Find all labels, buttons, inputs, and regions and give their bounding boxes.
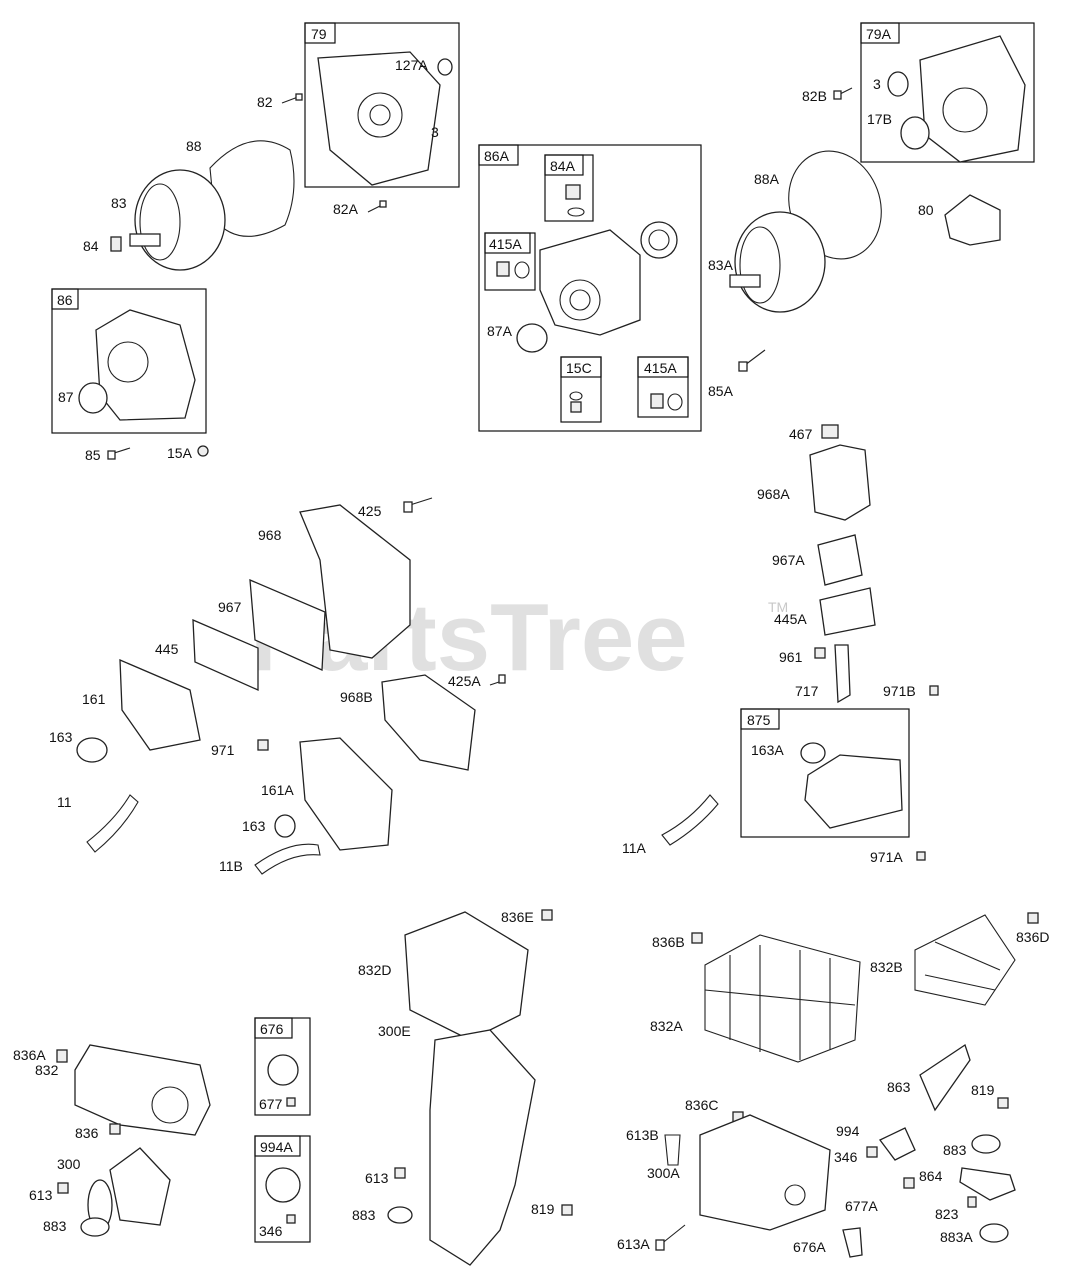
box-86-title: 86 — [57, 292, 73, 308]
watermark-trademark: TM — [768, 599, 788, 615]
label-82B: 82B — [802, 88, 827, 104]
label-161A: 161A — [261, 782, 294, 798]
box-875: 875 — [740, 708, 910, 838]
label-11: 11 — [57, 794, 72, 810]
box-79A: 79A — [860, 22, 1035, 163]
label-82: 82 — [257, 94, 273, 110]
label-836B: 836B — [652, 934, 685, 950]
label-967A: 967A — [772, 552, 805, 568]
box-84A: 84A — [544, 154, 594, 222]
label-971A: 971A — [870, 849, 903, 865]
label-163A: 163A — [751, 742, 784, 758]
box-875-title: 875 — [747, 712, 771, 728]
label-88: 88 — [186, 138, 202, 154]
label-832: 832 — [35, 1062, 59, 1078]
label-127A: 127A — [395, 57, 428, 73]
part-labels: 127A 82 3 88 83 82A 84 87 85 15A 82B 3 1… — [13, 57, 1049, 1255]
label-863: 863 — [887, 1079, 911, 1095]
label-883-left: 883 — [43, 1218, 67, 1234]
label-613B: 613B — [626, 1127, 659, 1143]
label-967: 967 — [218, 599, 242, 615]
label-676A: 676A — [793, 1239, 826, 1255]
label-677A: 677A — [845, 1198, 878, 1214]
label-819: 819 — [971, 1082, 995, 1098]
label-613A: 613A — [617, 1236, 650, 1252]
box-676-title: 676 — [260, 1021, 284, 1037]
label-836C: 836C — [685, 1097, 718, 1113]
label-85A: 85A — [708, 383, 734, 399]
label-300E: 300E — [378, 1023, 411, 1039]
label-883A: 883A — [940, 1229, 973, 1245]
label-864: 864 — [919, 1168, 943, 1184]
label-836D: 836D — [1016, 929, 1049, 945]
label-85: 85 — [85, 447, 101, 463]
label-883: 883 — [943, 1142, 967, 1158]
label-83: 83 — [111, 195, 127, 211]
label-832A: 832A — [650, 1018, 683, 1034]
label-968: 968 — [258, 527, 282, 543]
box-415A-left: 415A — [484, 232, 536, 291]
label-819-mid: 819 — [531, 1201, 555, 1217]
box-994A-title: 994A — [260, 1139, 293, 1155]
box-79A-title: 79A — [866, 26, 892, 42]
box-994A: 994A — [254, 1135, 311, 1243]
label-968B: 968B — [340, 689, 373, 705]
label-717: 717 — [795, 683, 819, 699]
label-88A: 88A — [754, 171, 780, 187]
label-87: 87 — [58, 389, 74, 405]
label-161: 161 — [82, 691, 106, 707]
label-425A: 425A — [448, 673, 481, 689]
label-445: 445 — [155, 641, 179, 657]
label-15A: 15A — [167, 445, 193, 461]
label-3: 3 — [431, 124, 439, 140]
label-836A: 836A — [13, 1047, 46, 1063]
label-971: 971 — [211, 742, 235, 758]
box-415A-left-title: 415A — [489, 236, 522, 252]
label-300: 300 — [57, 1156, 81, 1172]
label-968A: 968A — [757, 486, 790, 502]
label-467: 467 — [789, 426, 813, 442]
box-79: 79 — [304, 22, 460, 188]
label-80: 80 — [918, 202, 934, 218]
label-994: 994 — [836, 1123, 860, 1139]
box-15C-title: 15C — [566, 360, 592, 376]
label-613-mid: 613 — [365, 1170, 389, 1186]
label-84: 84 — [83, 238, 99, 254]
box-86: 86 — [51, 288, 207, 434]
label-163: 163 — [49, 729, 73, 745]
label-83A: 83A — [708, 257, 734, 273]
label-82A: 82A — [333, 201, 359, 217]
label-883-mid: 883 — [352, 1207, 376, 1223]
box-676: 676 — [254, 1017, 311, 1116]
label-677: 677 — [259, 1096, 283, 1112]
label-3-79A: 3 — [873, 76, 881, 92]
box-415A-right: 415A — [637, 356, 689, 418]
label-425: 425 — [358, 503, 382, 519]
label-346: 346 — [834, 1149, 858, 1165]
label-11A: 11A — [622, 840, 647, 856]
label-300A: 300A — [647, 1165, 680, 1181]
label-163-b: 163 — [242, 818, 266, 834]
box-79-title: 79 — [311, 26, 327, 42]
label-346-994A: 346 — [259, 1223, 283, 1239]
box-86A-title: 86A — [484, 148, 510, 164]
label-445A: 445A — [774, 611, 807, 627]
box-84A-title: 84A — [550, 158, 576, 174]
label-836E: 836E — [501, 909, 534, 925]
label-961: 961 — [779, 649, 803, 665]
label-823: 823 — [935, 1206, 959, 1222]
box-86A: 86A — [478, 144, 702, 432]
box-15C: 15C — [560, 356, 602, 423]
label-613: 613 — [29, 1187, 53, 1203]
box-415A-right-title: 415A — [644, 360, 677, 376]
label-836: 836 — [75, 1125, 99, 1141]
label-971B: 971B — [883, 683, 916, 699]
label-87A: 87A — [487, 323, 513, 339]
label-11B: 11B — [219, 858, 243, 874]
label-17B: 17B — [867, 111, 892, 127]
label-832D: 832D — [358, 962, 391, 978]
label-832B: 832B — [870, 959, 903, 975]
part-drawings — [56, 35, 1039, 1266]
